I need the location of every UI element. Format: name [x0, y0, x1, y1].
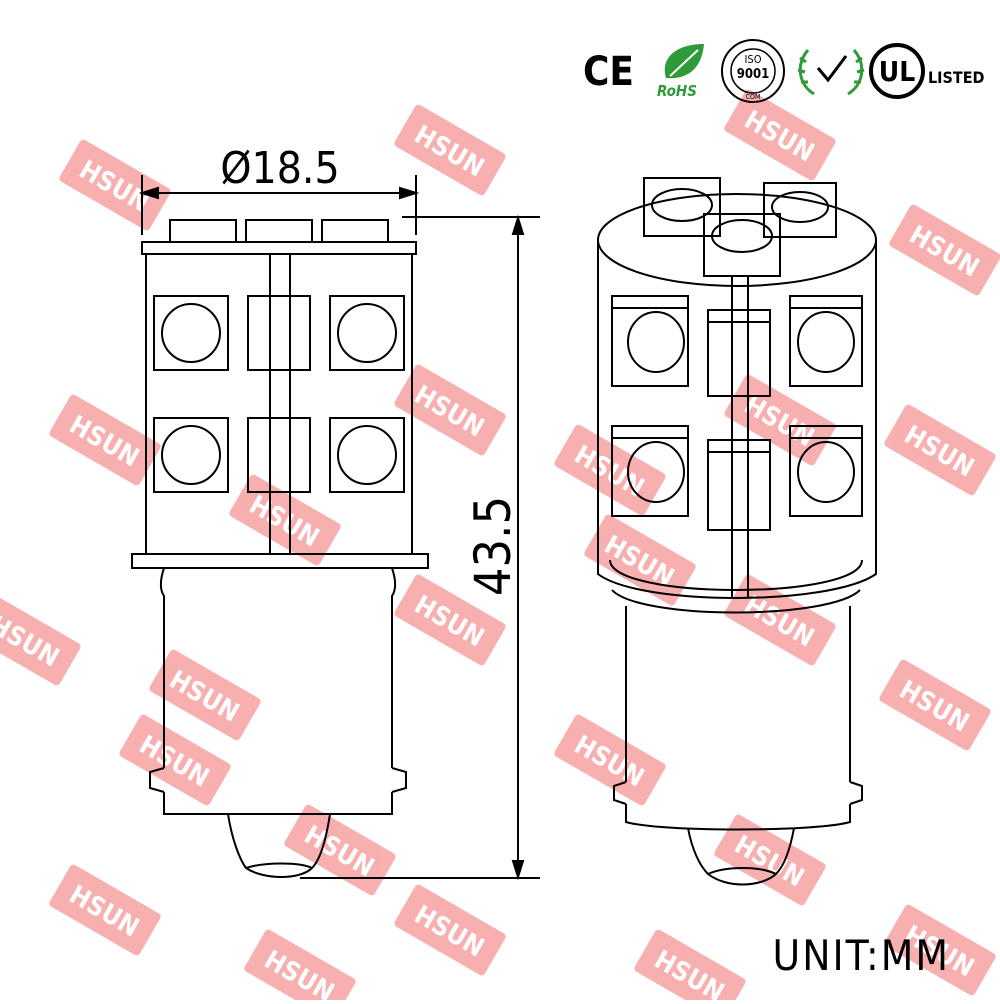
- hsun-watermark: HSUN: [394, 104, 506, 196]
- hsun-watermark: HSUN: [244, 929, 356, 1004]
- iso-label: ISO: [745, 53, 762, 66]
- diameter-dimension: [138, 175, 420, 235]
- certification-logos: CE RoHS ISO 9001 COM UL LISTED: [583, 39, 985, 103]
- ul-label: UL: [879, 55, 916, 88]
- checkmark-icon: [816, 55, 848, 83]
- hsun-watermark: HSUN: [889, 204, 1000, 296]
- ul-listed-label: LISTED: [928, 68, 985, 87]
- hsun-watermark: HSUN: [554, 714, 666, 806]
- iso-number: 9001: [737, 67, 770, 82]
- hsun-watermark: HSUN: [724, 89, 836, 181]
- hsun-watermark: HSUN: [0, 594, 81, 686]
- laurel-check-logo: [797, 49, 865, 96]
- hsun-watermark: HSUN: [284, 804, 396, 896]
- hsun-watermark: HSUN: [394, 364, 506, 456]
- iso-9001-logo: ISO 9001 COM: [721, 39, 785, 103]
- hsun-watermark: HSUN: [49, 864, 161, 956]
- rohs-logo: RoHS: [657, 44, 704, 100]
- ce-mark: CE: [583, 49, 634, 95]
- ul-listed-logo: UL LISTED: [869, 43, 985, 99]
- hsun-watermark: HSUN: [879, 659, 991, 751]
- hsun-watermark: HSUN: [49, 394, 161, 486]
- hsun-watermark: HSUN: [59, 139, 171, 231]
- hsun-watermark: HSUN: [394, 884, 506, 976]
- hsun-watermark: HSUN: [724, 574, 836, 666]
- height-dimension: [300, 214, 540, 881]
- hsun-watermark: HSUN: [884, 404, 996, 496]
- hsun-watermark: HSUN: [714, 814, 826, 906]
- bulb-perspective-view: [597, 177, 877, 886]
- unit-label: UNIT:MM: [773, 931, 950, 980]
- leaf-icon: [664, 44, 704, 79]
- hsun-watermark: HSUN: [584, 514, 696, 606]
- iso-com-label: COM: [746, 93, 761, 101]
- hsun-watermark: HSUN: [229, 474, 341, 566]
- rohs-label: RoHS: [657, 82, 697, 100]
- bulb-front-view: [131, 219, 429, 878]
- height-label: 43.5: [464, 496, 522, 596]
- hsun-watermark: HSUN: [634, 929, 746, 1004]
- diameter-label: Ø18.5: [220, 143, 339, 194]
